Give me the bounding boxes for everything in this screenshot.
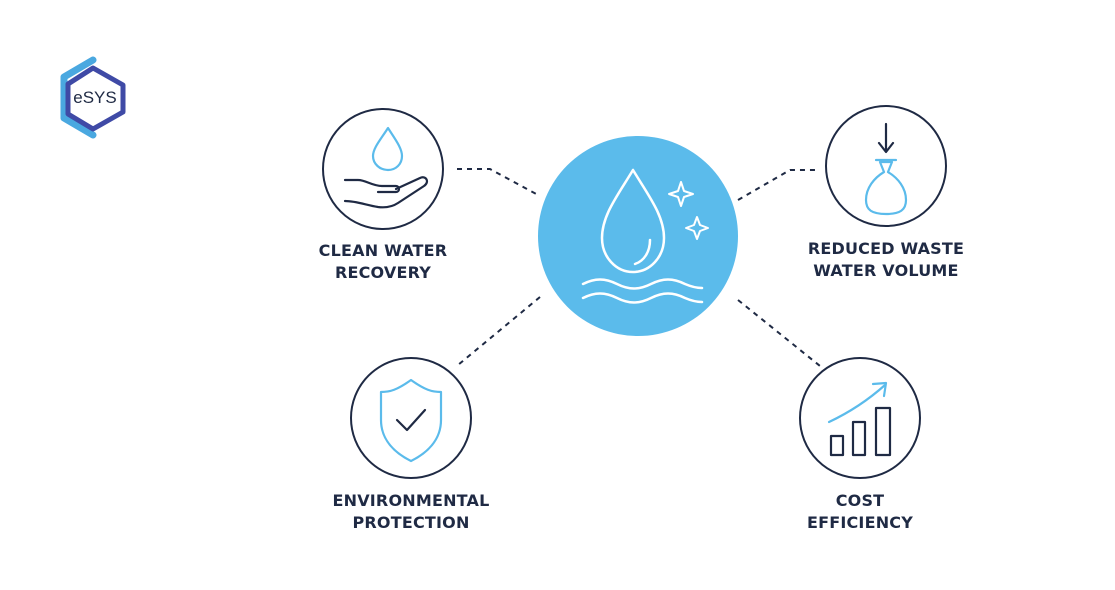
node-cost-efficiency [799,357,921,479]
connector-cost [737,299,821,367]
label-line: WATER VOLUME [813,261,959,280]
label-line: RECOVERY [334,263,432,282]
label-clean-water-recovery: CLEAN WATER RECOVERY [303,240,463,284]
label-line: CLEAN WATER [318,241,448,260]
hand-water-drop-icon [343,126,429,209]
connector-reduced-waste [737,169,818,201]
node-environmental-protection [350,357,472,479]
water-waves-icon [581,278,704,304]
label-line: PROTECTION [352,513,470,532]
label-reduced-waste-water-volume: REDUCED WASTE WATER VOLUME [796,238,976,282]
growth-chart-icon [827,381,892,457]
water-drop-icon [600,168,666,274]
esys-logo: eSYS [60,56,126,139]
sparkle-icon [668,181,709,240]
center-node [538,136,738,336]
label-cost-efficiency: COST EFFICIENCY [780,490,940,534]
waste-bag-down-arrow-icon [864,122,908,216]
node-clean-water-recovery [322,108,444,230]
label-line: COST [835,491,885,510]
label-line: ENVIRONMENTAL [332,491,490,510]
label-environmental-protection: ENVIRONMENTAL PROTECTION [321,490,501,534]
node-reduced-waste-water-volume [825,105,947,227]
connector-clean-water [457,168,541,197]
connectors [457,168,821,367]
shield-check-icon [379,378,443,463]
label-line: EFFICIENCY [806,513,914,532]
connector-environmental [457,296,541,366]
logo-text: eSYS [73,88,116,107]
label-line: REDUCED WASTE [807,239,965,258]
